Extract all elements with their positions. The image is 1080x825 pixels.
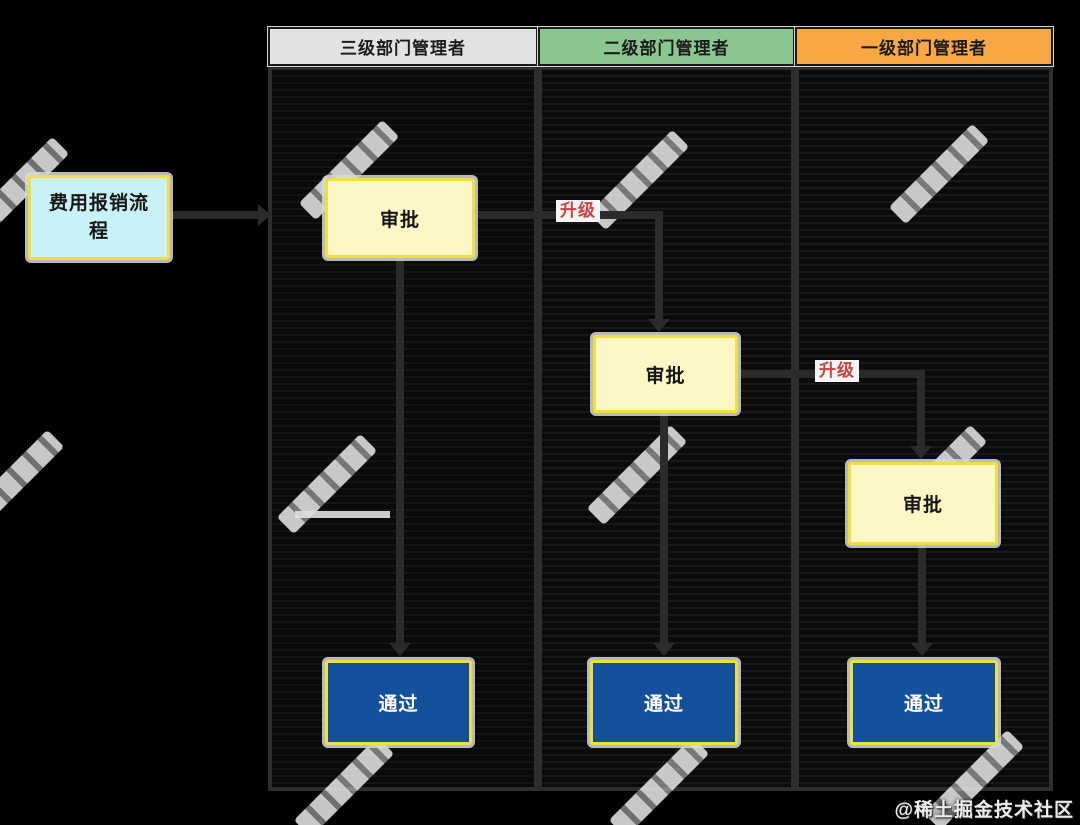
node-label: 通过 xyxy=(903,694,944,715)
node-pass-level3: 通过 xyxy=(325,660,472,745)
arrow-down-icon xyxy=(389,643,411,656)
node-label: 审批 xyxy=(379,209,420,231)
arrow-down-icon xyxy=(911,643,933,656)
watermark-credit: @稀土掘金技术社区 xyxy=(894,800,1074,821)
node-label: 通过 xyxy=(378,694,419,715)
swimlane-header-level3: 三级部门管理者 xyxy=(268,27,538,66)
node-label: 审批 xyxy=(645,365,686,387)
node-approve-level2: 审批 xyxy=(593,335,738,413)
connector-approve1-to-pass1 xyxy=(396,256,404,646)
node-pass-level1: 通过 xyxy=(850,660,998,745)
arrow-right-icon xyxy=(258,204,271,226)
watermark-scribble xyxy=(0,429,65,531)
node-label: 审批 xyxy=(902,495,943,516)
swimlane-header-label: 二级部门管理者 xyxy=(603,39,730,58)
connector-approve2-to-pass2 xyxy=(660,411,668,646)
connector-approve2-to-approve3-v xyxy=(917,370,925,450)
node-approve-level1: 审批 xyxy=(848,462,998,545)
connector-approve1-to-approve2-v xyxy=(655,211,663,323)
connector-approve3-to-pass3 xyxy=(918,543,926,646)
watermark-scribble xyxy=(295,511,390,518)
swimlane-header-label: 三级部门管理者 xyxy=(340,39,466,58)
node-label: 费用报销流程 xyxy=(48,192,149,242)
swimlane-header-level2: 二级部门管理者 xyxy=(538,27,795,66)
arrow-down-icon xyxy=(653,643,675,656)
node-approve-level3: 审批 xyxy=(325,178,475,258)
arrow-down-icon xyxy=(648,319,670,332)
swimlane-header-level1: 一级部门管理者 xyxy=(795,27,1053,66)
node-start-expense-process: 费用报销流程 xyxy=(28,175,170,260)
node-pass-level2: 通过 xyxy=(590,660,738,745)
connector-start-to-lane3 xyxy=(172,211,260,219)
node-label: 通过 xyxy=(643,694,684,715)
edge-label-upgrade-2: 升级 xyxy=(815,360,859,383)
swimlane-header-label: 一级部门管理者 xyxy=(861,39,987,58)
edge-label-upgrade-1: 升级 xyxy=(556,200,600,223)
arrow-down-icon xyxy=(910,446,932,459)
